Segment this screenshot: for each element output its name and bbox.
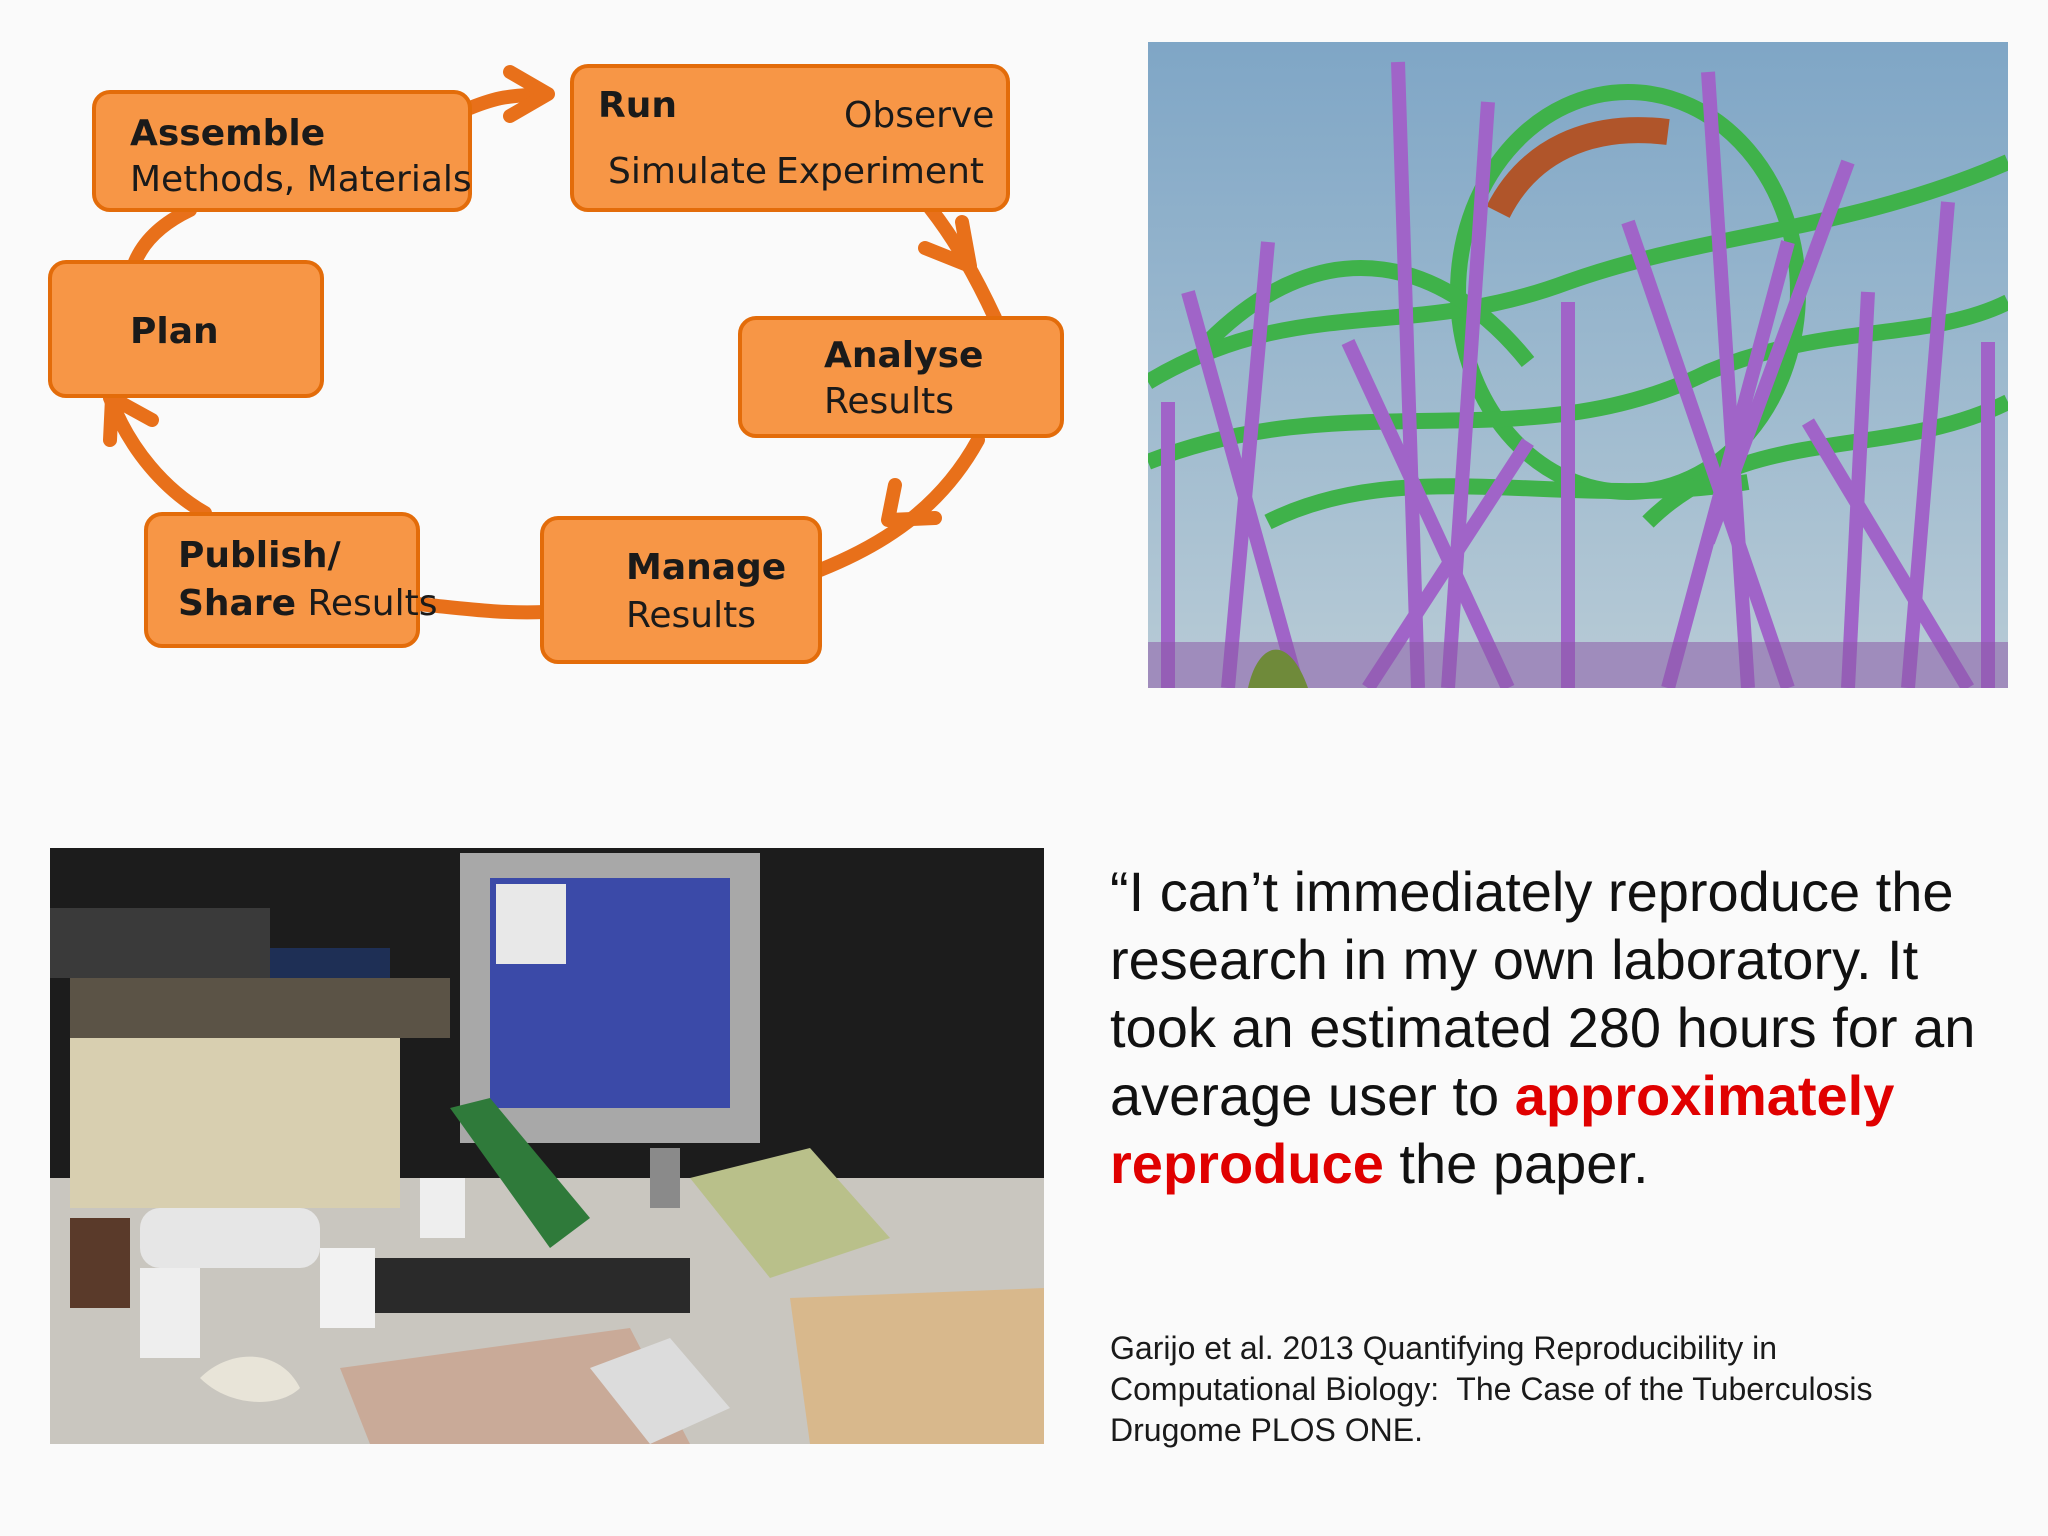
run-simulate-label: Simulate — [608, 151, 768, 192]
quote-highlight: approximately reproduce — [1110, 1064, 1895, 1195]
publish-share-label: Share — [178, 583, 297, 624]
quote-part1: “I can’t immediately reproduce the resea… — [1110, 860, 1976, 1127]
assemble-subtitle: Methods, Materials — [130, 159, 472, 200]
arrowhead-analyse-to-manage — [881, 478, 942, 527]
manage-node: Manage Results — [540, 516, 822, 664]
arrowhead-assemble-to-run — [503, 65, 555, 123]
arrowhead-run-to-analyse — [918, 215, 977, 273]
assemble-node: Assemble Methods, Materials — [92, 90, 472, 212]
arrow-publish-to-plan — [103, 391, 212, 520]
arrow-plan-to-assemble — [128, 203, 197, 269]
citation-line-2: Computational Biology: The Case of the T… — [1110, 1371, 1873, 1407]
plan-node: Plan — [48, 260, 324, 398]
run-node: Run Observe Simulate Experiment — [570, 64, 1010, 212]
citation-line-1: Garijo et al. 2013 Quantifying Reproduci… — [1110, 1330, 1778, 1366]
publish-line2: Share Results — [178, 580, 437, 628]
publish-title: Publish/ — [178, 535, 341, 576]
quote-text: “I can’t immediately reproduce the resea… — [1110, 858, 2030, 1198]
manage-subtitle: Results — [626, 595, 756, 636]
plan-title: Plan — [130, 311, 219, 352]
manage-title: Manage — [626, 547, 787, 588]
analyse-node: Analyse Results — [738, 316, 1064, 438]
cycle-arrows — [103, 65, 1002, 620]
roller-coaster-photo — [1148, 42, 2008, 688]
citation: Garijo et al. 2013 Quantifying Reproduci… — [1110, 1328, 2010, 1451]
arrowhead-publish-to-plan — [103, 391, 159, 447]
run-experiment-label: Experiment — [776, 151, 985, 192]
publish-node: Publish/ Share Results — [144, 512, 437, 648]
run-title: Run — [598, 85, 677, 126]
analyse-title: Analyse — [824, 335, 984, 376]
run-observe-label: Observe — [844, 95, 995, 136]
analyse-subtitle: Results — [824, 381, 954, 422]
arrow-manage-to-publish — [411, 597, 552, 620]
quote-part2: the paper. — [1383, 1132, 1649, 1195]
publish-results-label: Results — [296, 583, 438, 624]
citation-line-3: Drugome PLOS ONE. — [1110, 1412, 1423, 1448]
arrow-analyse-to-manage — [813, 433, 985, 577]
assemble-title: Assemble — [130, 113, 326, 154]
messy-desk-photo — [50, 848, 1044, 1444]
